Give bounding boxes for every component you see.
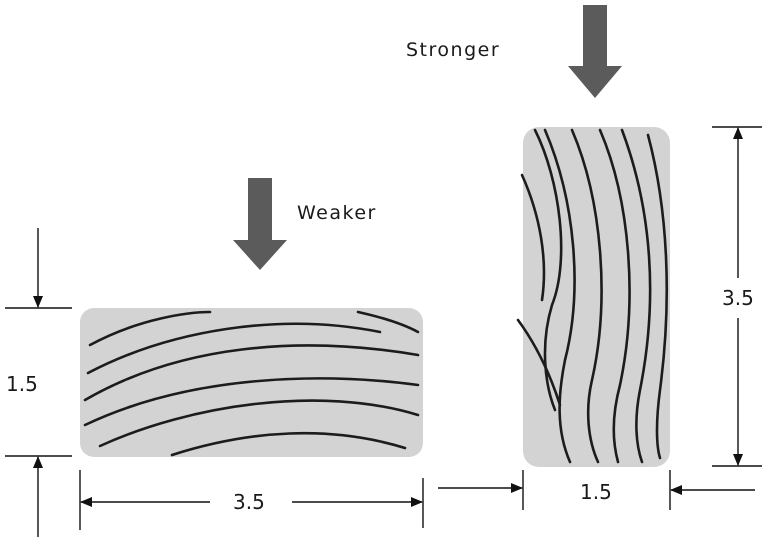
upright-board-grain [516,128,669,464]
flat-width-label: 3.5 [233,490,265,514]
stronger-load-arrow [568,5,622,98]
upright-board-height-dimension: 3.5 [712,126,762,467]
upright-board-width-dimension: 1.5 [438,470,755,510]
upright-width-label: 1.5 [580,480,612,504]
flat-board-width-dimension: 3.5 [79,470,424,530]
upright-board-body [523,127,670,467]
weaker-load-arrow [233,178,287,270]
flat-board-height-dimension: 1.5 [5,228,72,537]
weaker-label: Weaker [297,202,377,224]
upright-height-label: 3.5 [722,286,754,310]
flat-height-label: 1.5 [6,372,38,396]
stronger-label: Stronger [406,39,500,61]
flat-board-grain [83,310,420,457]
flat-board [80,308,423,457]
upright-board [516,127,670,467]
